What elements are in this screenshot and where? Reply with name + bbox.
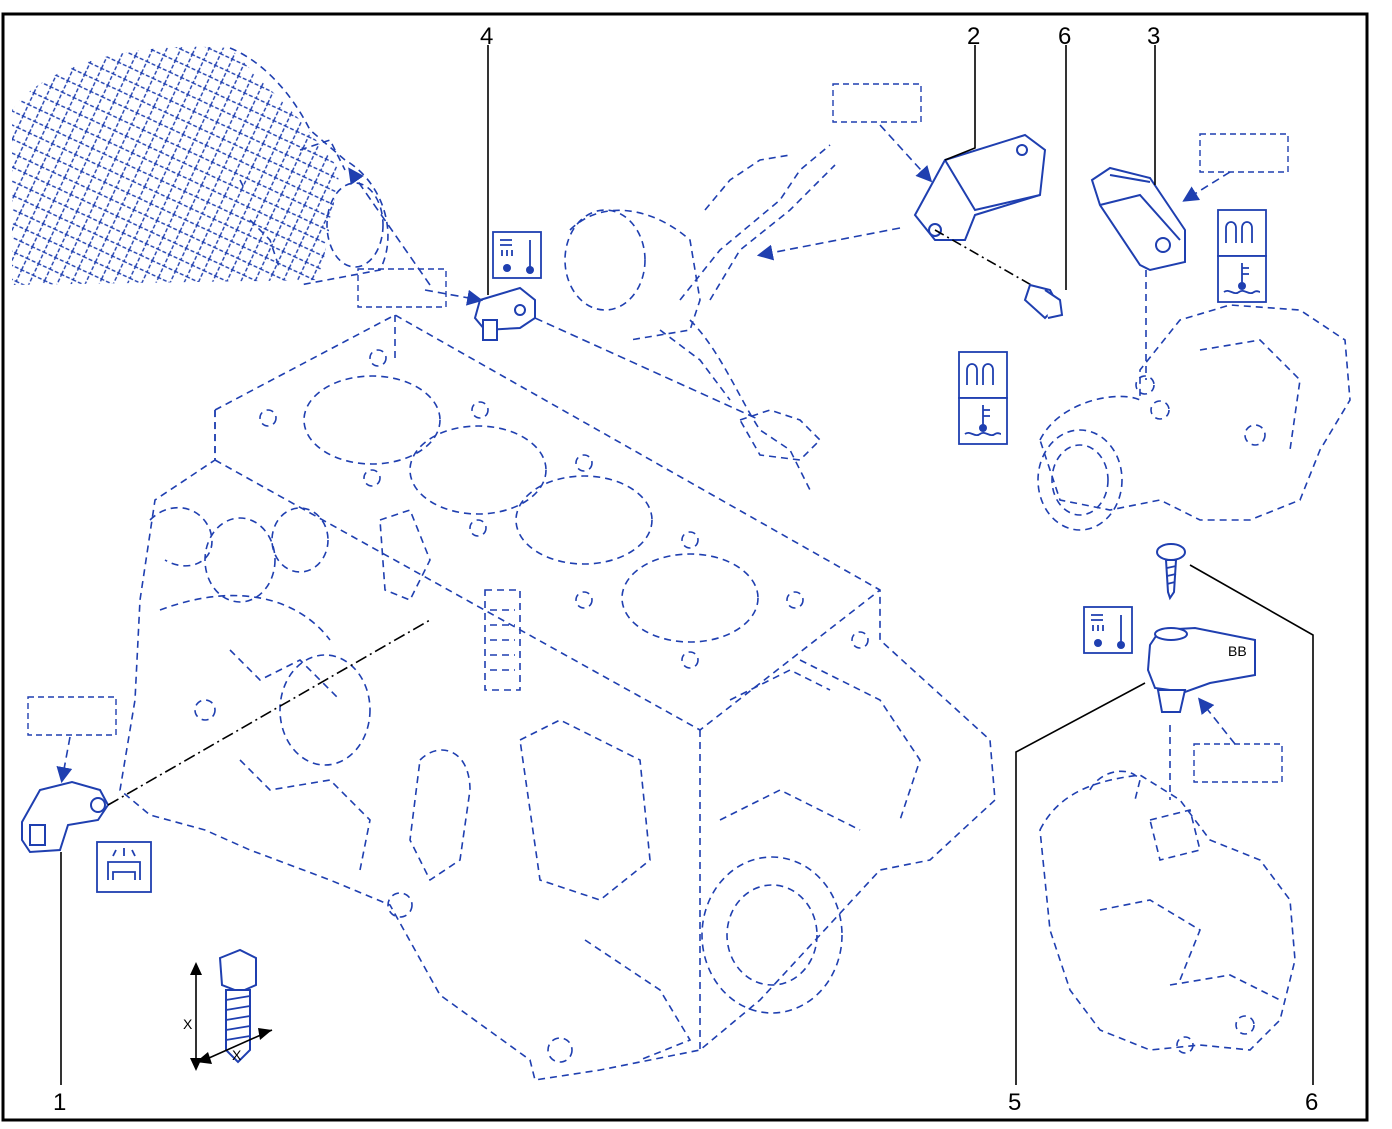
pressure-sensor-4 [473,286,536,341]
drawing-frame [1,12,1369,1122]
label-placeholder-1 [27,696,117,736]
callout-5: 5 [1008,1089,1021,1116]
coolant-temperature-icon [1217,255,1267,303]
leader-6-bottom [1189,564,1314,1085]
label-placeholder-3 [1199,133,1289,173]
glow-heater-icon [1217,209,1267,257]
dimension-x-horizontal: X [232,1047,242,1063]
callout-4: 4 [480,23,493,50]
throttle-body-housing [1037,270,1351,531]
callout-1: 1 [53,1089,66,1116]
sensor-3 [1090,166,1186,272]
map-sensor-icon [1083,606,1133,654]
sensor-2 [913,133,1047,291]
label-placeholder-5 [1193,743,1283,783]
callout-6-bottom: 6 [1305,1089,1318,1116]
callout-6-top: 6 [1058,23,1071,50]
knock-sensor-icon [96,841,152,893]
engine-block [119,314,996,1081]
egr-pipe-assembly [564,144,836,491]
sensor-5-marking: BB [1228,643,1247,659]
glow-heater-icon [958,351,1008,399]
screw-6-bottom [1156,543,1186,601]
map-sensor-icon [492,231,542,279]
coolant-temperature-icon [958,397,1008,445]
leader-5 [1015,682,1146,1085]
knock-sensor-1 [21,619,431,854]
bolt-tightening-icon: X X [183,948,273,1071]
pressure-sensor-5: BB [1146,626,1256,713]
dimension-x-vertical: X [183,1016,193,1032]
callout-2: 2 [967,23,980,50]
screw-6-top [1023,283,1064,320]
callout-3: 3 [1147,23,1160,50]
intake-manifold [12,46,389,286]
leader-2 [944,45,976,161]
egr-valve-housing [1039,725,1296,1054]
label-placeholder-2 [832,83,922,123]
label-placeholder-4 [357,268,447,308]
